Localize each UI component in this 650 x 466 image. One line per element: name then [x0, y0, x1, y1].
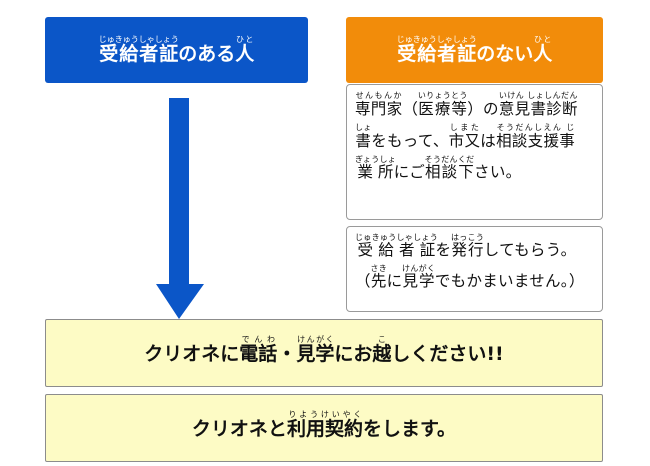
- note-line: 専門家せんもんか（医療等いりょうとう）の意見書診断いけん しょしんだん: [355, 91, 578, 119]
- note-line: 業所ぎょうしょにご相談下そうだんください。: [355, 155, 522, 182]
- header-with-certificate: 受給者証じゅきゅうしゃしょうのある人ひと: [45, 17, 308, 83]
- action-contract: クリオネと利用契約りようけいやくをします。: [45, 394, 603, 462]
- note-line: （先さきに見学けんがくでもかまいません。）: [355, 264, 585, 291]
- header-without-certificate: 受給者証じゅきゅうしゃしょうのない人ひと: [346, 17, 603, 83]
- down-arrow-icon: [156, 98, 204, 319]
- note-issue-certificate: 受給者証じゅきゅうしゃしょうを発行はっこうしてもらう。 （先さきに見学けんがくで…: [346, 226, 603, 312]
- note-line: 受給者証じゅきゅうしゃしょうを発行はっこうしてもらう。: [355, 233, 577, 260]
- action-contact-visit: クリオネに電話でんわ・見学けんがくにお越こしください!!: [45, 319, 603, 387]
- action-contract-label: クリオネと利用契約りようけいやくをします。: [191, 410, 457, 441]
- note-line: 書しょをもって、市又しまたは相談支援事そうだんしえん じ: [355, 123, 576, 151]
- note-specialist-opinion: 専門家せんもんか（医療等いりょうとう）の意見書診断いけん しょしんだん 書しょを…: [346, 84, 603, 220]
- header-with-certificate-label: 受給者証じゅきゅうしゃしょうのある人ひと: [98, 34, 255, 65]
- down-arrow-shape: [156, 98, 204, 319]
- header-without-certificate-label: 受給者証じゅきゅうしゃしょうのない人ひと: [396, 34, 553, 65]
- action-contact-visit-label: クリオネに電話でんわ・見学けんがくにお越こしください!!: [144, 335, 504, 366]
